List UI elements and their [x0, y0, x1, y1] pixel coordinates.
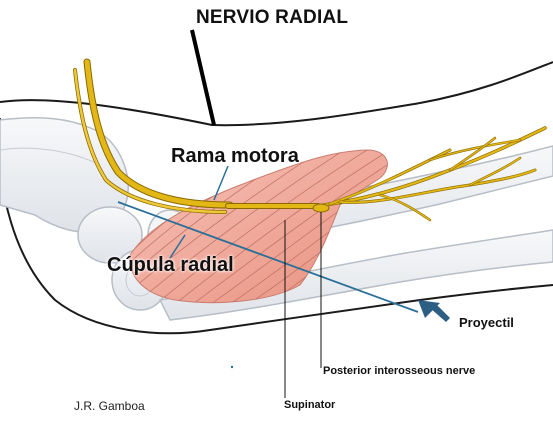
label-rama-motora: Rama motora	[171, 146, 299, 166]
diagram-title: NERVIO RADIAL	[196, 8, 348, 27]
label-supinator: Supinator	[284, 400, 335, 411]
title-pointer	[192, 30, 214, 125]
label-posterior-interosseous-nerve: Posterior interosseous nerve	[323, 366, 475, 377]
label-cupula-radial: Cúpula radial	[107, 255, 234, 275]
author-credit: J.R. Gamboa	[74, 400, 145, 412]
speck	[231, 366, 233, 368]
label-proyectil: Proyectil	[459, 316, 514, 329]
arrow-left-icon	[418, 300, 450, 322]
